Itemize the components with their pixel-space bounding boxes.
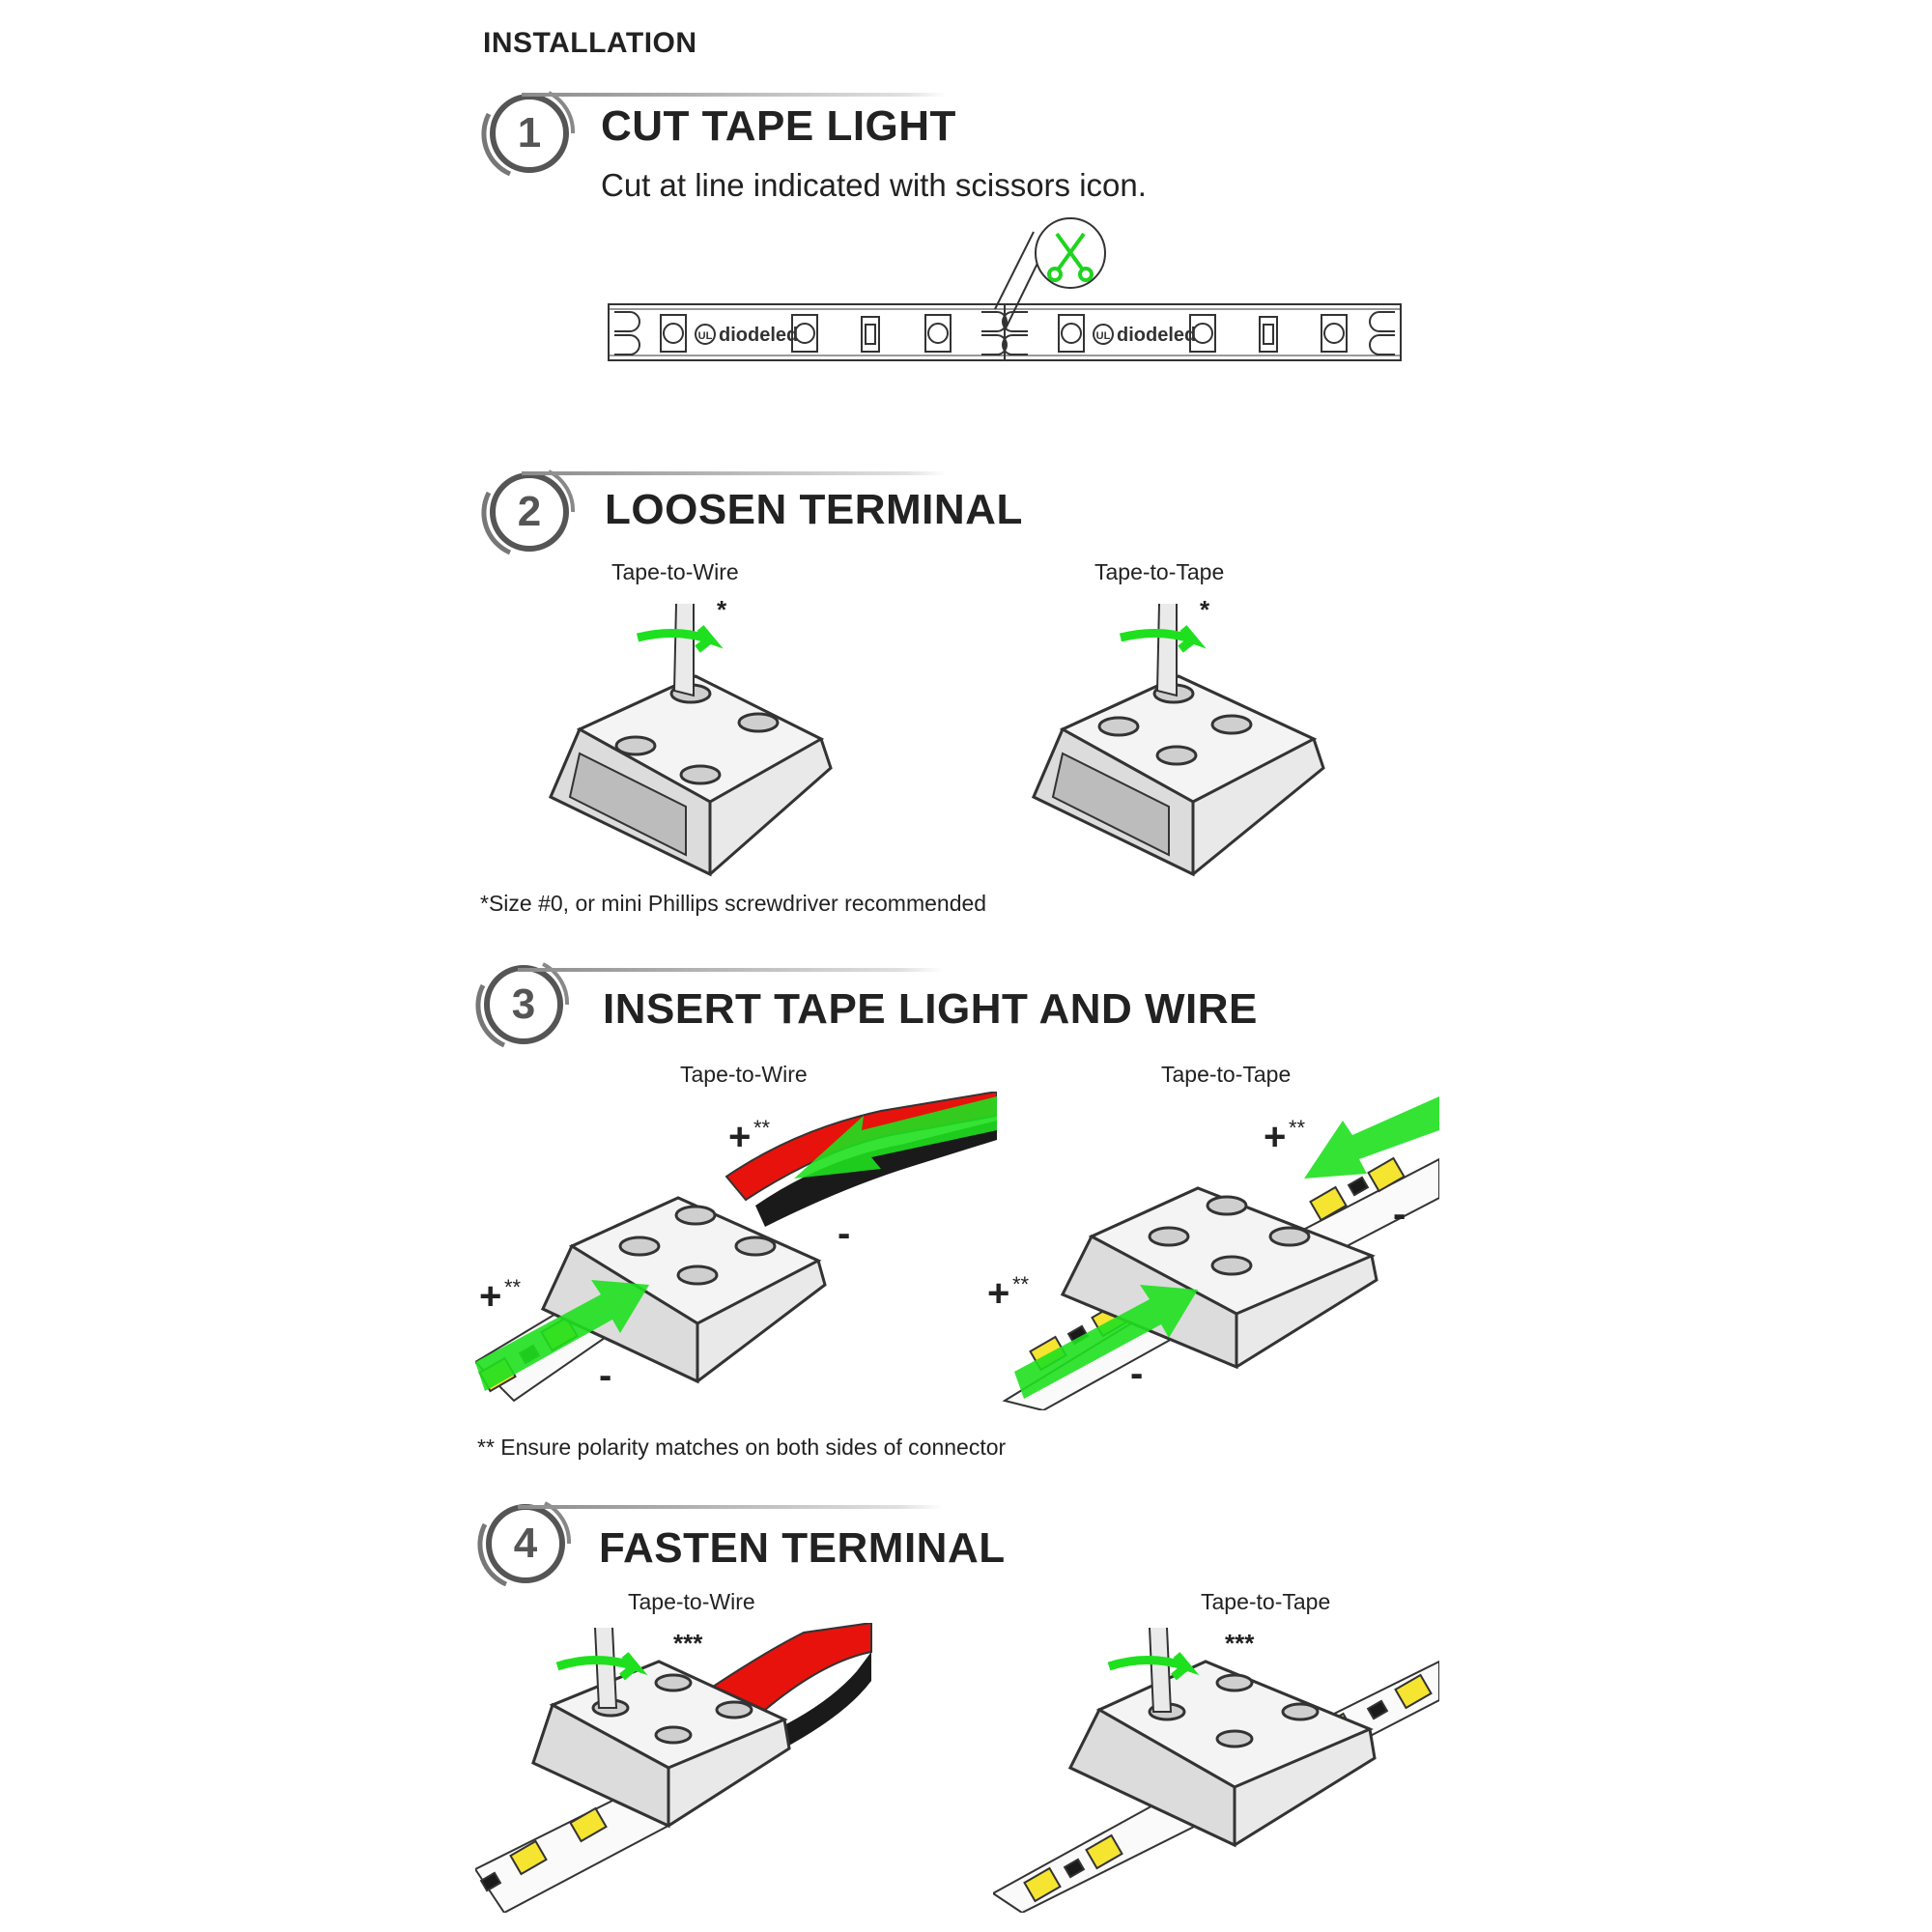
label-tape-to-tape: Tape-to-Tape [1201, 1589, 1331, 1614]
section-rule [522, 471, 947, 475]
section-rule [518, 1505, 943, 1509]
fasten-tape-to-wire-diagram: *** [475, 1623, 872, 1913]
plus-mark: + [728, 1116, 751, 1158]
insert-tape-to-tape-diagram: + ** + ** - - [987, 1096, 1439, 1410]
minus-mark: - [838, 1212, 850, 1255]
polarity-note-mark: ** [1012, 1272, 1030, 1296]
step-number: 2 [517, 488, 542, 535]
label-tape-to-tape: Tape-to-Tape [1094, 559, 1225, 584]
section-rule [518, 968, 943, 972]
polarity-note-mark: ** [1289, 1116, 1306, 1140]
minus-mark: - [1393, 1193, 1406, 1236]
step-number-badge: 1 [481, 85, 578, 182]
step-number: 3 [511, 980, 536, 1028]
step-number-badge: 3 [475, 956, 572, 1053]
plus-mark: + [987, 1272, 1009, 1315]
step-description: Cut at line indicated with scissors icon… [601, 167, 1147, 203]
fasten-note-mark: *** [1225, 1629, 1255, 1658]
screwdriver-note: *Size #0, or mini Phillips screwdriver r… [480, 891, 987, 916]
fasten-note-mark: *** [673, 1629, 703, 1658]
step-title: LOOSEN TERMINAL [605, 486, 1023, 533]
polarity-note-mark: ** [504, 1275, 522, 1299]
step-number: 4 [513, 1520, 538, 1567]
label-tape-to-tape: Tape-to-Tape [1161, 1062, 1292, 1087]
minus-mark: - [599, 1354, 611, 1397]
connector-loosen-tape-to-tape: * [1032, 599, 1325, 877]
svg-text:UL: UL [698, 330, 713, 342]
scissors-icon [1047, 232, 1094, 282]
ul-logo: UL UL [695, 324, 1114, 345]
plus-mark: + [1264, 1116, 1286, 1158]
brand-logo: diodeled [719, 325, 798, 346]
brand-logo: diodeled [1117, 325, 1196, 346]
step-number-badge: 4 [477, 1495, 574, 1592]
step-title: CUT TAPE LIGHT [601, 102, 956, 150]
fasten-tape-to-tape-diagram: *** [993, 1627, 1439, 1913]
screwdriver-note-mark: * [717, 599, 727, 624]
step-number: 1 [517, 109, 542, 156]
step-title: FASTEN TERMINAL [599, 1524, 1006, 1572]
step-title: INSERT TAPE LIGHT AND WIRE [603, 985, 1258, 1033]
svg-text:UL: UL [1096, 330, 1111, 342]
step-number-badge: 2 [481, 464, 578, 560]
insert-tape-to-wire-diagram: + ** + ** - - [475, 1092, 997, 1403]
polarity-note-mark: ** [753, 1116, 771, 1140]
label-tape-to-wire: Tape-to-Wire [628, 1589, 755, 1614]
plus-mark: + [479, 1275, 501, 1318]
polarity-note: ** Ensure polarity matches on both sides… [477, 1435, 1007, 1460]
label-tape-to-wire: Tape-to-Wire [611, 559, 739, 584]
connector-loosen-tape-to-wire: * [549, 599, 833, 877]
tape-strip-diagram: UL UL diodeled diodeled [608, 217, 1402, 361]
screwdriver-note-mark: * [1200, 599, 1210, 624]
minus-mark: - [1130, 1352, 1143, 1395]
label-tape-to-wire: Tape-to-Wire [680, 1062, 808, 1087]
page-heading: INSTALLATION [483, 27, 697, 59]
section-rule [522, 93, 947, 97]
